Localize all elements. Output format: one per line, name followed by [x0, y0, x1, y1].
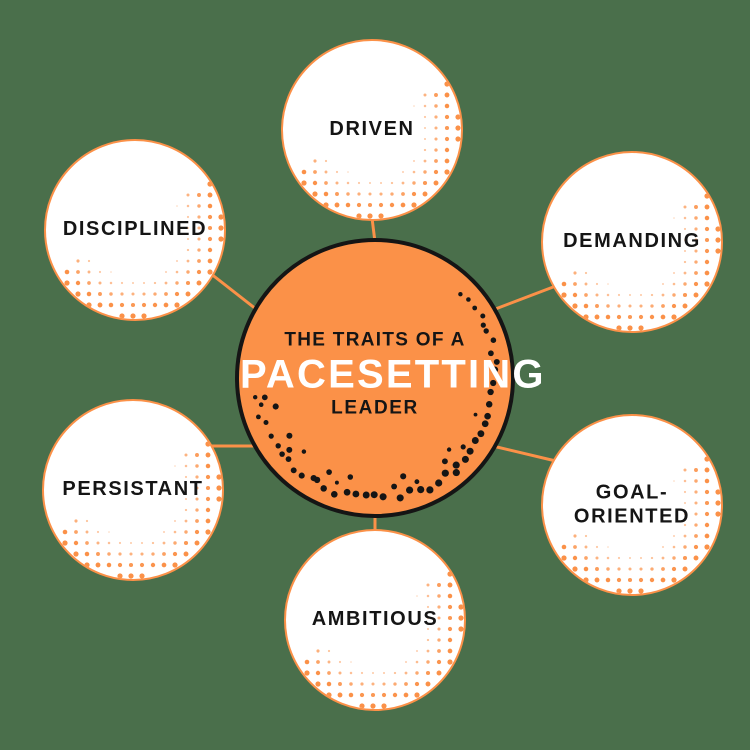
center-rim-dot: [466, 297, 471, 302]
center-rim-dot: [477, 430, 485, 438]
center-circle-shape[interactable]: [235, 238, 515, 518]
center-rim-dot: [480, 313, 486, 319]
connector-lines: [207, 216, 558, 534]
center-rim-dot: [458, 292, 463, 297]
trait-circle-demanding[interactable]: [541, 151, 723, 333]
center-rim-dot: [414, 479, 420, 485]
center-rim-dot: [488, 350, 494, 357]
center-circle-dot-arc: [253, 292, 500, 502]
center-rim-dot: [301, 449, 307, 454]
center-rim-dot: [452, 461, 460, 469]
center-rim-dot: [261, 394, 268, 401]
center-rim-dot: [275, 443, 281, 449]
center-circle: [235, 238, 515, 518]
center-rim-dot: [490, 337, 497, 343]
trait-circle-persistant[interactable]: [42, 399, 224, 581]
connector-line-1: [370, 216, 377, 244]
center-rim-dot: [379, 493, 387, 501]
center-rim-dot: [298, 472, 305, 479]
halftone-pattern: [64, 181, 224, 319]
connector-line-6: [209, 272, 259, 312]
center-rim-dot: [471, 437, 479, 444]
center-rim-dot: [334, 480, 339, 485]
halftone-pattern: [301, 81, 461, 219]
center-rim-dot: [485, 401, 493, 408]
center-rim-dot: [285, 456, 292, 462]
center-rim-dot: [484, 412, 491, 420]
center-rim-dot: [492, 366, 499, 373]
center-rim-dot: [396, 494, 404, 502]
center-rim-dot: [426, 486, 434, 494]
center-rim-dot: [347, 474, 354, 480]
halftone-pattern: [304, 571, 464, 709]
center-rim-dot: [320, 485, 327, 492]
center-rim-dot: [441, 458, 448, 465]
center-rim-dot: [391, 483, 398, 490]
center-rim-dot: [310, 474, 317, 482]
center-rim-dot: [362, 491, 370, 499]
center-rim-dot: [253, 395, 258, 400]
center-rim-dot: [256, 414, 261, 420]
center-rim-dot: [472, 305, 478, 311]
center-rim-dot: [400, 473, 407, 480]
center-rim-dot: [406, 486, 414, 494]
trait-circles: [42, 39, 723, 711]
center-rim-dot: [490, 379, 497, 387]
center-rim-dot: [286, 432, 293, 439]
trait-circle-goaloriented[interactable]: [541, 414, 723, 596]
center-rim-dot: [417, 486, 425, 494]
center-rim-dot: [493, 358, 500, 365]
center-rim-dot: [481, 420, 489, 428]
connector-line-3: [491, 444, 558, 463]
trait-circle-ambitious[interactable]: [284, 529, 466, 711]
center-rim-dot: [330, 490, 338, 498]
center-rim-dot: [268, 433, 274, 439]
center-rim-dot: [279, 451, 285, 457]
center-rim-dot: [263, 420, 269, 425]
center-rim-dot: [461, 455, 469, 463]
trait-circle-disciplined[interactable]: [44, 139, 226, 321]
center-rim-dot: [286, 446, 293, 453]
halftone-pattern: [561, 456, 721, 594]
center-rim-dot: [290, 467, 297, 474]
center-rim-dot: [272, 403, 279, 410]
center-rim-dot: [441, 469, 449, 477]
connector-line-2: [491, 284, 558, 312]
center-rim-dot: [487, 388, 494, 396]
center-rim-dot: [326, 469, 332, 475]
center-rim-dot: [343, 488, 351, 496]
center-rim-dot: [460, 444, 466, 450]
center-rim-dot: [370, 491, 378, 499]
center-rim-dot: [435, 479, 443, 487]
center-rim-dot: [483, 328, 489, 334]
center-rim-dot: [480, 322, 486, 328]
center-rim-dot: [473, 412, 478, 417]
center-rim-dot: [352, 490, 360, 498]
center-rim-dot: [452, 469, 460, 477]
center-rim-dot: [466, 447, 474, 455]
center-rim-dot: [446, 447, 452, 452]
center-rim-dot: [258, 402, 264, 408]
trait-circle-driven[interactable]: [281, 39, 463, 221]
